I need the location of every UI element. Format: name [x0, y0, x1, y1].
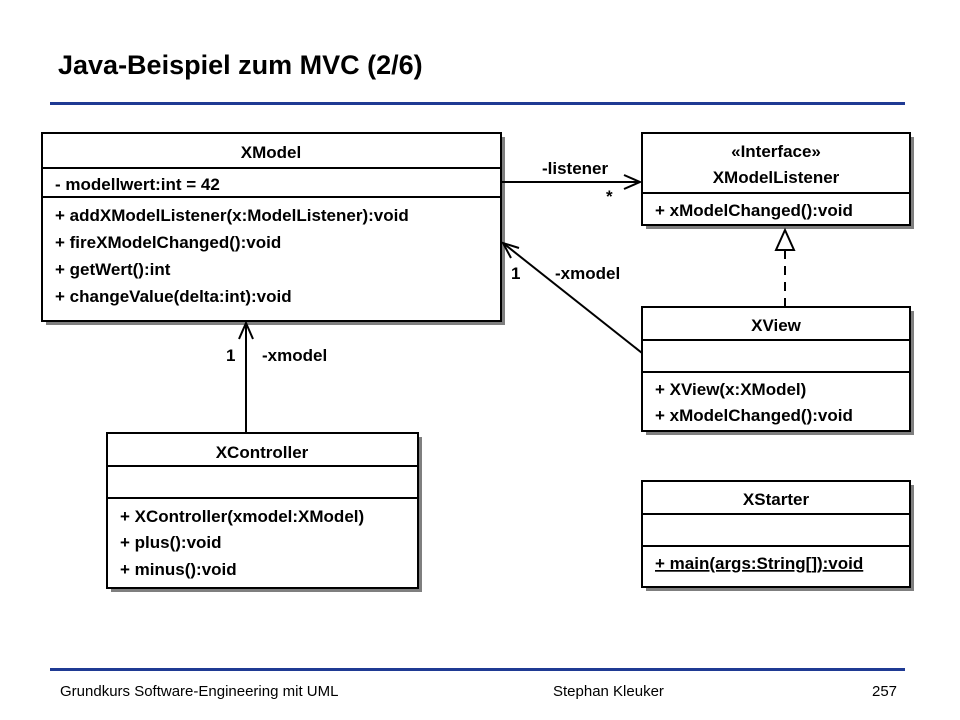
class-operation-static: + main(args:String[]):void — [655, 554, 863, 573]
association-view-model: 1 -xmodel — [500, 241, 643, 354]
title-rule — [50, 102, 905, 105]
footer-rule — [50, 668, 905, 671]
class-attribute: - modellwert:int = 42 — [55, 175, 220, 194]
class-operation: + xModelChanged():void — [655, 406, 853, 425]
association-controller-model: 1 -xmodel — [226, 320, 327, 433]
class-box — [41, 132, 502, 322]
class-operation: + getWert():int — [55, 260, 171, 279]
class-operation: + plus():void — [120, 533, 222, 552]
class-operation: + XView(x:XModel) — [655, 380, 806, 399]
realization-xview-listener — [774, 227, 796, 307]
class-xview: XView + XView(x:XModel) + xModelChanged(… — [641, 306, 914, 435]
role-label: -xmodel — [262, 346, 327, 365]
realization-triangle — [774, 227, 796, 251]
class-operation: + xModelChanged():void — [655, 201, 853, 220]
class-stereotype: «Interface» — [731, 142, 821, 161]
navigability-arrowhead — [623, 174, 643, 190]
role-label: -xmodel — [555, 264, 620, 283]
footer-page-number: 257 — [872, 683, 898, 700]
class-operation: + fireXModelChanged():void — [55, 233, 281, 252]
class-operation: + minus():void — [120, 560, 237, 579]
class-xstarter: XStarter + main(args:String[]):void — [641, 480, 914, 591]
class-xmodellistener: «Interface» XModelListener + xModelChang… — [641, 132, 914, 229]
class-operation: + XController(xmodel:XModel) — [120, 507, 364, 526]
slide-title: Java-Beispiel zum MVC (2/6) — [58, 50, 423, 80]
class-box — [641, 480, 911, 588]
association-model-listener: -listener * — [501, 159, 643, 206]
class-xmodel: XModel - modellwert:int = 42 + addXModel… — [41, 132, 505, 325]
class-name: XModelListener — [713, 168, 840, 187]
association-line — [502, 242, 643, 354]
class-name: XController — [216, 443, 309, 462]
multiplicity-label: 1 — [226, 346, 235, 365]
footer-course: Grundkurs Software-Engineering mit UML — [60, 683, 339, 700]
class-name: XModel — [241, 143, 301, 162]
class-box — [641, 306, 911, 432]
class-name: XView — [751, 316, 802, 335]
navigability-arrowhead — [238, 320, 254, 340]
footer-author: Stephan Kleuker — [553, 683, 664, 700]
class-operation: + addXModelListener(x:ModelListener):voi… — [55, 206, 409, 225]
class-box — [641, 132, 911, 226]
role-label: -listener — [542, 159, 609, 178]
multiplicity-label: 1 — [511, 264, 520, 283]
multiplicity-label: * — [606, 187, 613, 206]
navigability-arrowhead — [500, 241, 520, 259]
class-xcontroller: XController + XController(xmodel:XModel)… — [106, 432, 422, 592]
class-name: XStarter — [743, 490, 810, 509]
class-operation: + changeValue(delta:int):void — [55, 287, 292, 306]
class-box — [106, 432, 419, 589]
